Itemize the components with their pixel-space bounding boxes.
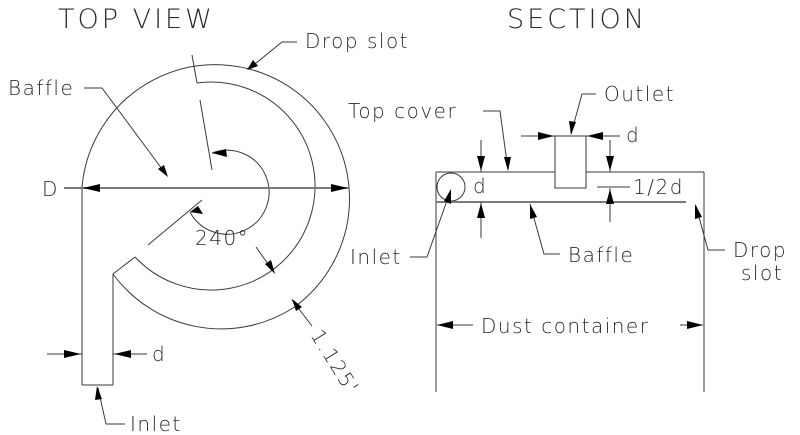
inlet-end bbox=[112, 256, 136, 275]
angle-label: 240° bbox=[195, 226, 249, 250]
arrowhead bbox=[530, 204, 537, 219]
arrowhead bbox=[477, 203, 485, 218]
angle-arc bbox=[189, 149, 270, 235]
section-baffle-leader bbox=[529, 203, 560, 255]
inner-wall bbox=[134, 81, 316, 291]
section-title: SECTION bbox=[507, 4, 647, 35]
arrowhead bbox=[569, 121, 576, 135]
arrowhead bbox=[331, 184, 348, 192]
arrowhead bbox=[695, 204, 702, 219]
arrowhead bbox=[587, 132, 603, 140]
half-d-label: 1/2d bbox=[633, 175, 684, 199]
baffle-leader bbox=[84, 87, 166, 174]
top-view-title: TOP VIEW bbox=[58, 4, 215, 35]
inlet-leader bbox=[97, 387, 125, 425]
arrowhead bbox=[292, 299, 302, 311]
drop-slot-label: Drop slot bbox=[305, 29, 409, 53]
arrowhead bbox=[114, 350, 131, 358]
outlet-label: Outlet bbox=[604, 82, 675, 106]
section-drop-slot-leader bbox=[695, 205, 725, 251]
top-cover-leader bbox=[483, 110, 509, 171]
arrowhead bbox=[64, 350, 81, 358]
arrowhead bbox=[83, 184, 100, 192]
arrowhead bbox=[477, 156, 485, 171]
angle-ray-1 bbox=[199, 99, 213, 171]
section-baffle-label: Baffle bbox=[568, 243, 634, 267]
drop-slot-leader bbox=[249, 41, 297, 69]
section-inlet-leader bbox=[410, 191, 451, 258]
arrowhead bbox=[265, 260, 275, 274]
baffle-label: Baffle bbox=[8, 76, 74, 100]
arrowhead bbox=[158, 165, 168, 177]
inlet-label: Inlet bbox=[130, 412, 182, 435]
arrowhead bbox=[444, 189, 451, 204]
arrowhead bbox=[212, 149, 227, 157]
section-view: SECTION d d 1/2d Top cover bbox=[348, 4, 787, 392]
diameter-label: D bbox=[42, 177, 59, 201]
arrowhead bbox=[437, 321, 453, 329]
dust-container-label: Dust container bbox=[481, 314, 649, 338]
width-d-label: d bbox=[152, 342, 166, 366]
outlet-tube bbox=[554, 135, 587, 189]
top-view: TOP VIEW 240° D Baffle Drop slot bbox=[8, 4, 409, 435]
section-drop-slot-label-1: Drop bbox=[733, 238, 787, 262]
angle-ray-2 bbox=[147, 199, 203, 246]
drop-slot-edge bbox=[191, 54, 198, 84]
top-cover-label: Top cover bbox=[348, 99, 457, 123]
inlet-d-label: d bbox=[473, 174, 487, 198]
arrowhead bbox=[606, 156, 614, 171]
arrowhead bbox=[538, 132, 554, 140]
section-inlet-label: Inlet bbox=[350, 245, 402, 269]
outlet-d-label: d bbox=[626, 123, 640, 147]
arrowhead bbox=[247, 60, 258, 70]
arrowhead bbox=[190, 206, 203, 214]
section-drop-slot-label-2: slot bbox=[741, 261, 783, 285]
arrowhead bbox=[687, 321, 703, 329]
arrowhead bbox=[95, 386, 102, 400]
outlet-leader bbox=[570, 93, 596, 135]
outer-wall bbox=[81, 64, 350, 385]
outer-wall-bottom bbox=[112, 273, 294, 330]
arrowhead bbox=[504, 157, 511, 171]
arrowhead bbox=[606, 189, 614, 204]
radius-ratio-label: 1.125' bbox=[306, 325, 364, 399]
